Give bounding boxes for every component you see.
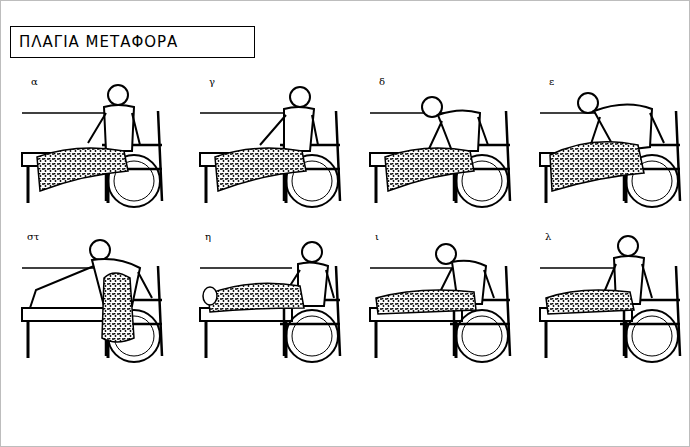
panel-letter: η — [204, 231, 212, 243]
title-frame: ΠΛΑΓΙΑ ΜΕΤΑΦΟΡΑ — [10, 26, 255, 58]
panel-letter: ι — [374, 231, 380, 243]
panel-letter: στ — [26, 231, 40, 243]
panel-letter: δ — [378, 76, 386, 88]
title: ΠΛΑΓΙΑ ΜΕΤΑΦΟΡΑ — [19, 33, 178, 51]
panel-letter: γ — [208, 76, 216, 88]
panel-letter: α — [30, 76, 39, 88]
panel-letter: ε — [548, 76, 555, 88]
panel-letter: λ — [544, 231, 552, 243]
